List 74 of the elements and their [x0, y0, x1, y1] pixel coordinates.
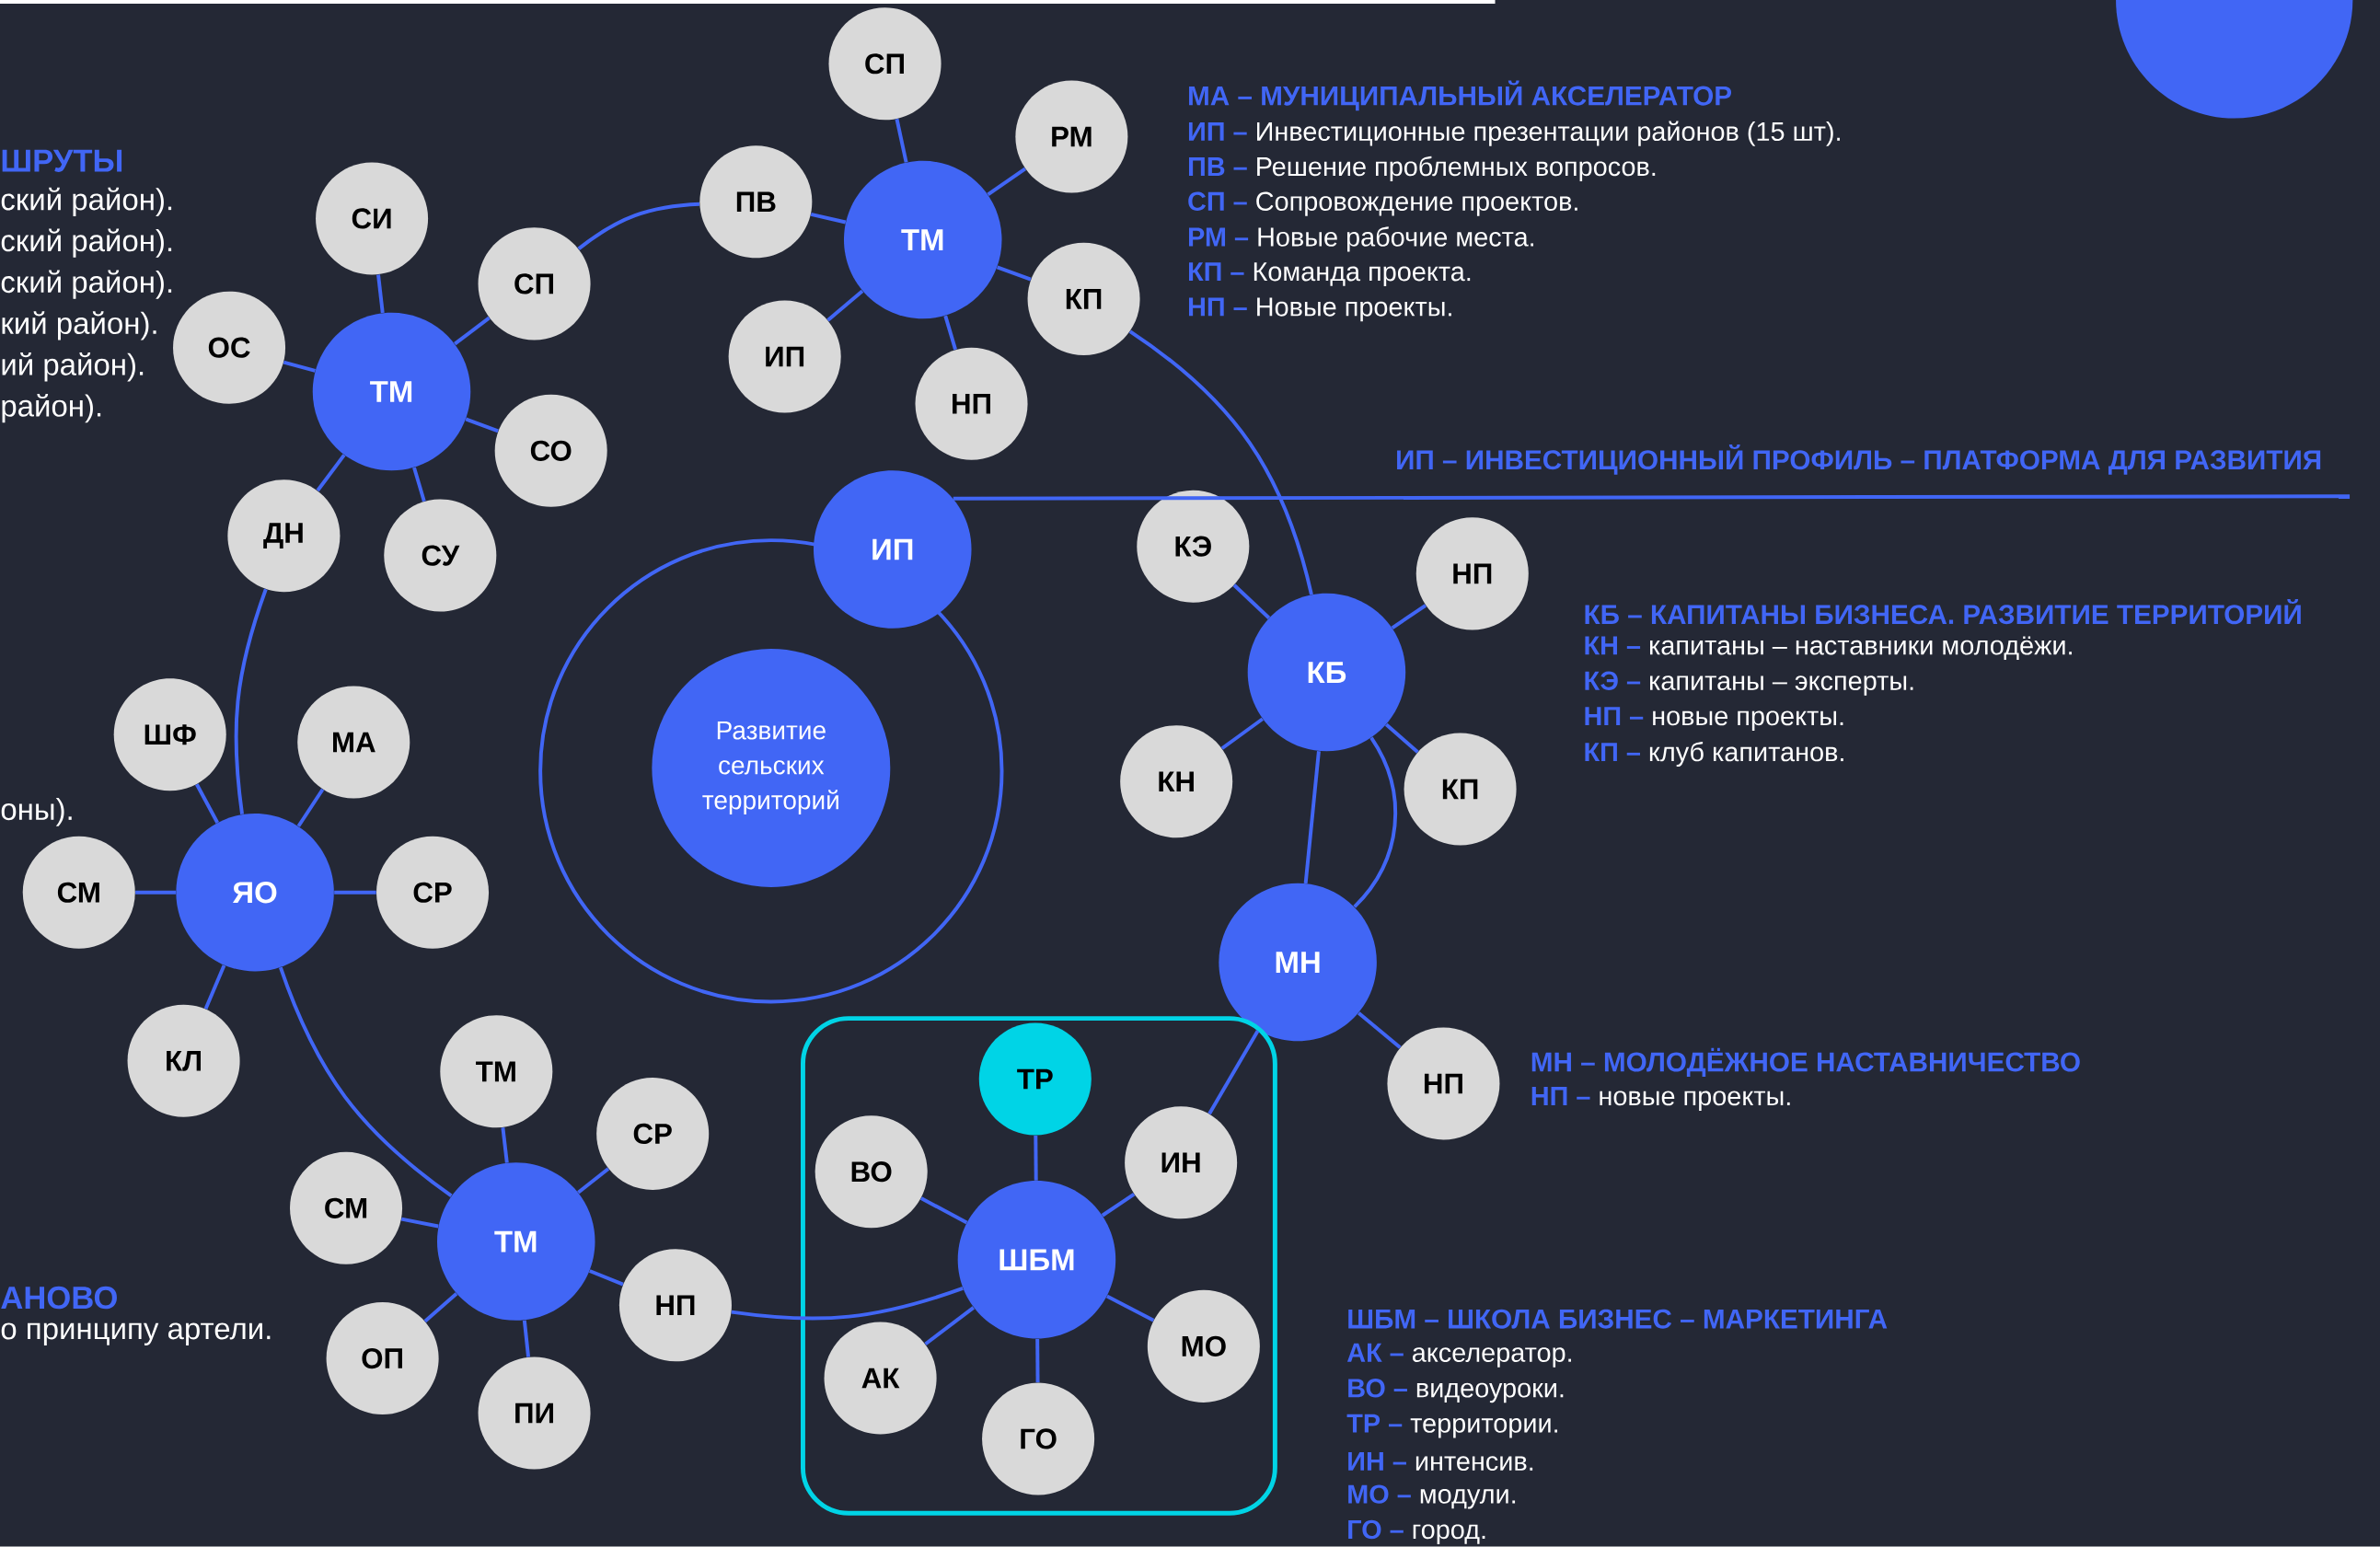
- group-frame: [801, 1016, 1277, 1516]
- connector-line: [1128, 329, 1313, 595]
- connector-line: [1391, 604, 1427, 630]
- legend-line: МО – модули.: [1348, 1484, 1516, 1509]
- legend-line: ский район).: [1, 187, 172, 217]
- connector-line: [203, 964, 226, 1010]
- legend-heading: МА – МУНИЦИПАЛЬНЫЙ АКСЕЛЕРАТОР: [1189, 80, 1732, 111]
- legend-line: НП – новые проекты.: [1531, 1087, 1790, 1112]
- section-heading: ИП – ИНВЕСТИЦИОННЫЙ ПРОФИЛЬ – ПЛАТФОРМА ДЛЯ РАЗВИТИЯ: [1397, 444, 2321, 476]
- connector-line: [316, 454, 346, 492]
- connector-line: [296, 788, 325, 828]
- legend-line: ский район).: [1, 270, 172, 299]
- legend-heading: ШБМ – ШКОЛА БИЗНЕС – МАРКЕТИНГА: [1348, 1309, 1888, 1329]
- legend-line: ий район).: [2, 352, 144, 382]
- legend-line: РМ – Новые рабочие места.: [1189, 226, 1534, 252]
- connector-line: [987, 167, 1027, 197]
- connector-line: [334, 890, 376, 895]
- connector-line: [465, 417, 499, 433]
- legend-line: ИП – Инвестиционные презентации районов (15 шт).: [1188, 121, 1840, 147]
- connector-line: [376, 274, 385, 314]
- connector-line: [996, 265, 1032, 282]
- connector-line: [522, 1320, 531, 1357]
- connector-line: [1358, 1011, 1402, 1049]
- legend-line: КП – Команда проекта.: [1189, 262, 1471, 287]
- legend-line: ский район).: [1, 228, 172, 259]
- connector-line: [826, 289, 864, 322]
- connector-line: [588, 1269, 624, 1287]
- connector-line: [577, 1167, 610, 1195]
- legend-line: ГО – город.: [1348, 1520, 1485, 1545]
- connector-line: [135, 890, 176, 895]
- connector-line: [423, 1292, 458, 1323]
- connector-line: [919, 1196, 968, 1225]
- legend-line: КП – клуб капитанов.: [1585, 742, 1843, 768]
- connector-line: [895, 119, 908, 164]
- legend-line: ВО – видеоуроки.: [1348, 1379, 1564, 1403]
- legend-line: ТР – территории.: [1346, 1414, 1557, 1438]
- legend-line: АК – акселератор.: [1346, 1344, 1571, 1368]
- connector-line: [234, 588, 268, 815]
- connector-line: [1232, 583, 1271, 620]
- legend-line: КЭ – капитаны – эксперты.: [1585, 671, 1913, 696]
- connector-line: [412, 467, 426, 502]
- connector-line: [1034, 1136, 1038, 1181]
- connector-line: [195, 783, 219, 825]
- connector-line: [924, 1306, 975, 1346]
- connector-line: [1105, 1294, 1155, 1322]
- legend-line: оны).: [1, 798, 72, 826]
- connector-line: [1220, 717, 1264, 751]
- connector-line: [953, 494, 2351, 501]
- legend-line: НП – новые проекты.: [1585, 707, 1843, 732]
- connector-line: [283, 361, 316, 374]
- connector-line: [501, 1127, 509, 1163]
- legend-line: ИН – интенсив.: [1348, 1452, 1533, 1472]
- legend-heading: ШРУТЫ: [2, 149, 122, 173]
- connector-line: [278, 966, 453, 1198]
- connector-line: [731, 1287, 964, 1321]
- connector-line: [1035, 1339, 1040, 1383]
- legend-line: КН – капитаны – наставники молодёжи.: [1585, 636, 2072, 661]
- legend-line: НП – Новые проекты.: [1189, 297, 1451, 322]
- connector-line: [810, 213, 847, 225]
- connector-line: [943, 315, 957, 351]
- legend-line: ПВ – Решение проблемных вопросов.: [1189, 156, 1656, 182]
- connector-line: [1303, 751, 1321, 884]
- legend-heading: МН – МОЛОДЁЖНОЕ НАСТАВНИЧЕСТВО: [1531, 1048, 2080, 1078]
- connector-line: [1353, 736, 1398, 908]
- legend-line: район).: [2, 394, 101, 423]
- connector-line: [1384, 723, 1419, 754]
- connector-line: [400, 1217, 439, 1229]
- connector-line: [577, 202, 700, 251]
- connector-line: [454, 317, 491, 346]
- legend-line: о принципу артели.: [1, 1322, 271, 1346]
- connector-line: [1101, 1193, 1136, 1218]
- legend-heading: АНОВО: [1, 1287, 117, 1310]
- legend-heading: КБ – КАПИТАНЫ БИЗНЕСА. РАЗВИТИЕ ТЕРРИТОРИЙ: [1585, 599, 2301, 625]
- legend-line: СП – Сопровождение проектов.: [1188, 191, 1577, 216]
